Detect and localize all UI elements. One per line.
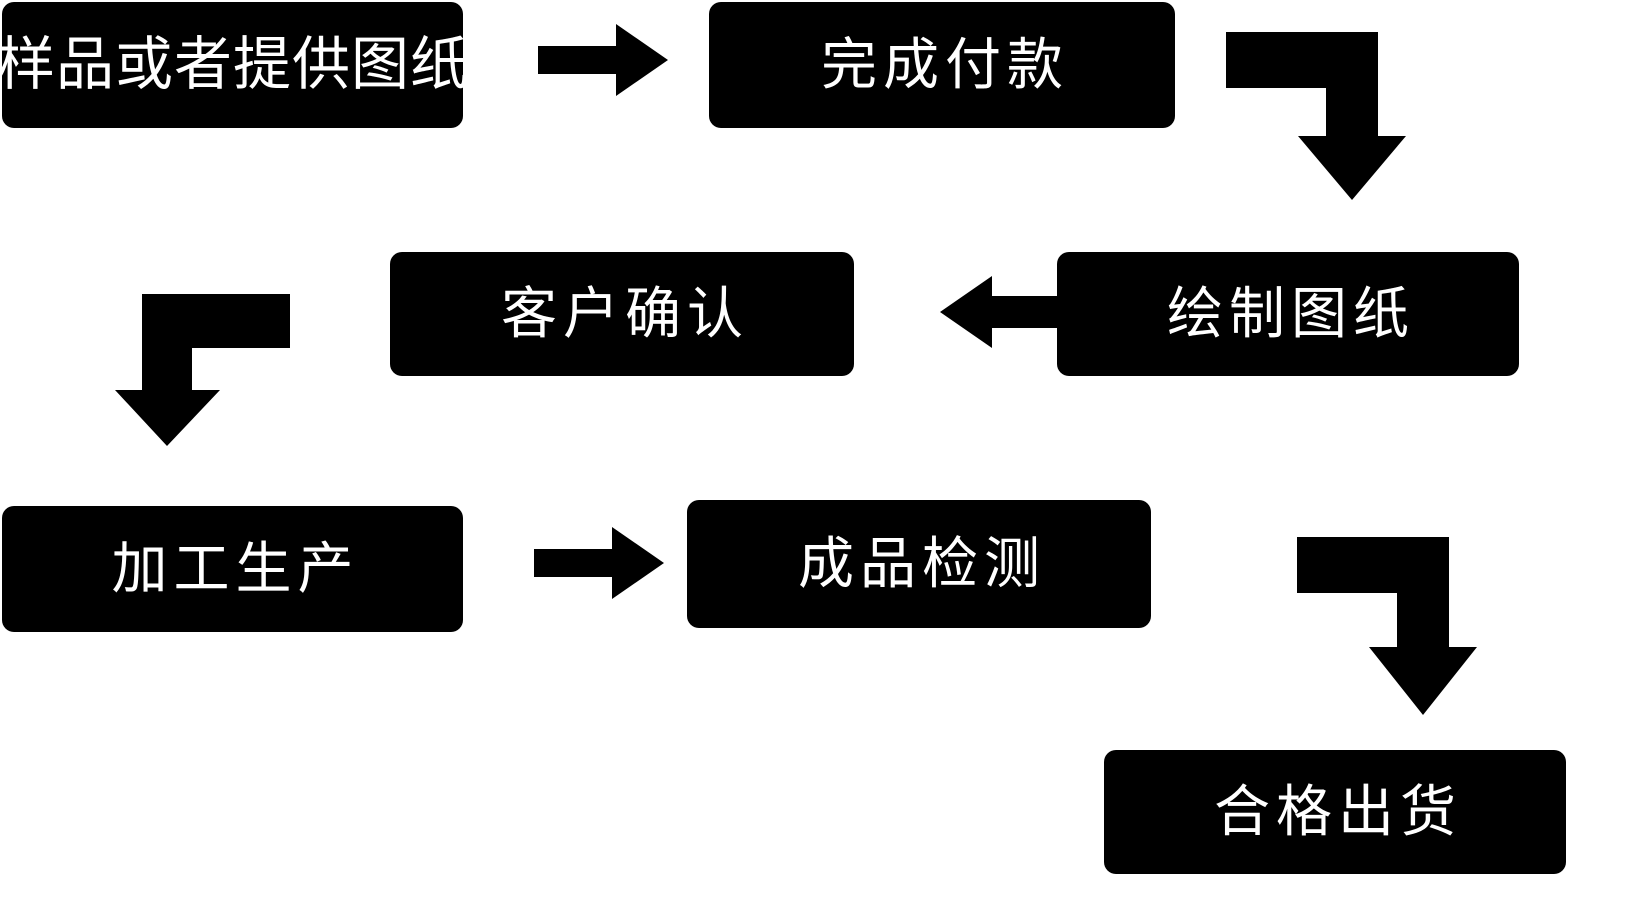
arrow-inspect-to-ship xyxy=(1297,537,1477,715)
node-ship[interactable]: 合格出货 xyxy=(1104,750,1566,874)
node-ship-label: 合格出货 xyxy=(1214,780,1462,844)
node-inspect-label: 成品检测 xyxy=(798,532,1046,596)
arrow-sample-to-payment xyxy=(538,24,668,96)
node-payment[interactable]: 完成付款 xyxy=(709,2,1175,128)
node-produce-label: 加工生产 xyxy=(111,537,360,601)
node-sample[interactable]: 样品或者提供图纸 xyxy=(0,2,468,128)
node-payment-label: 完成付款 xyxy=(821,33,1069,97)
arrow-produce-to-inspect xyxy=(534,527,664,599)
node-produce[interactable]: 加工生产 xyxy=(2,506,463,632)
node-drawing[interactable]: 绘制图纸 xyxy=(1057,252,1519,376)
node-inspect[interactable]: 成品检测 xyxy=(687,500,1151,628)
node-drawing-label: 绘制图纸 xyxy=(1167,282,1415,346)
node-sample-label: 样品或者提供图纸 xyxy=(0,32,470,98)
node-confirm[interactable]: 客户确认 xyxy=(390,252,854,376)
arrow-payment-to-drawing xyxy=(1226,32,1406,200)
arrow-confirm-to-produce xyxy=(115,294,290,446)
node-confirm-label: 客户确认 xyxy=(501,282,749,346)
arrow-drawing-to-confirm xyxy=(940,276,1060,348)
